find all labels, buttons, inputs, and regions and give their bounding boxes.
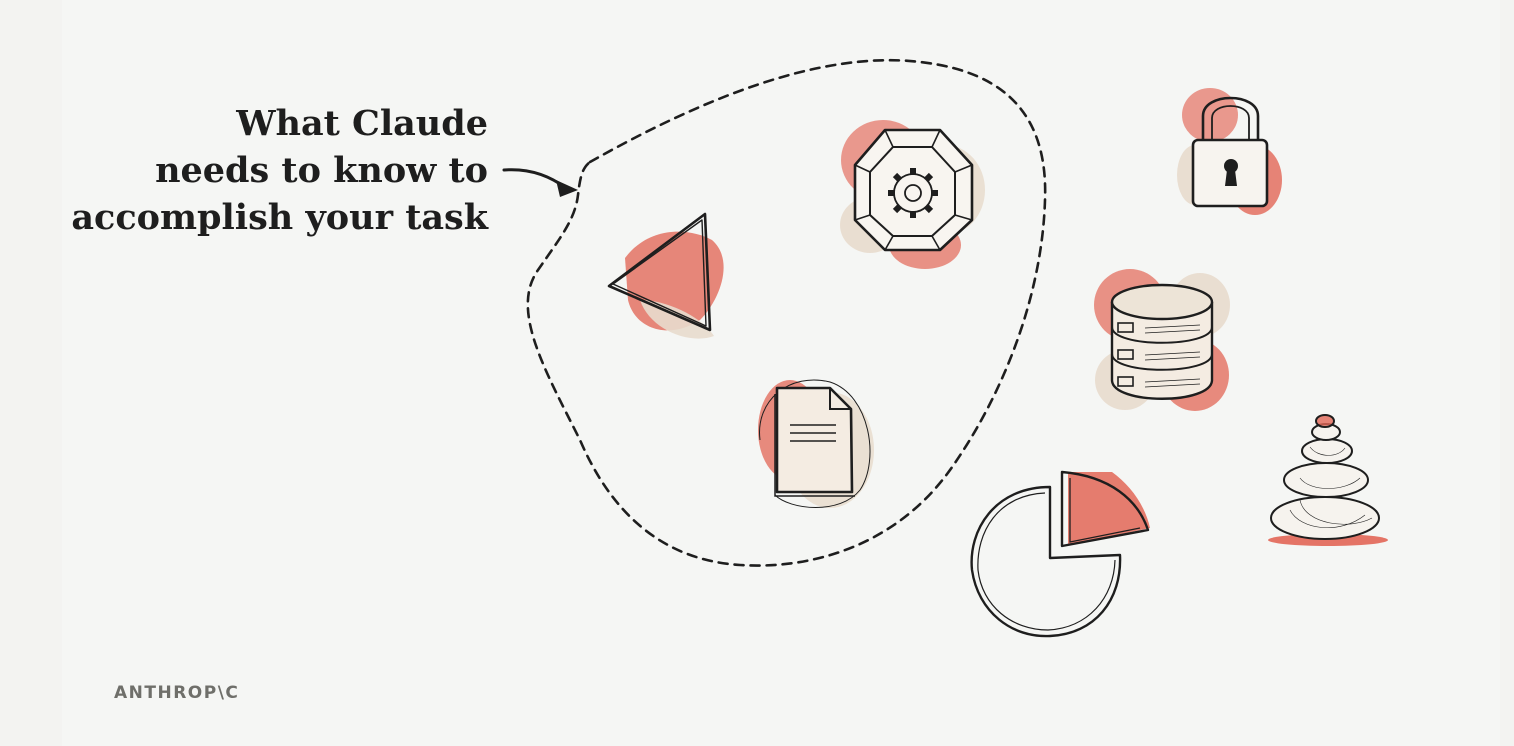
headline-line-3: accomplish your task	[71, 197, 488, 238]
headline-line-2: needs to know to	[155, 150, 488, 191]
triangle-icon	[607, 212, 724, 339]
stacked-stones-icon	[1268, 414, 1388, 546]
pie-chart-icon	[970, 470, 1150, 638]
lock-icon	[1177, 88, 1282, 215]
context-boundary	[526, 58, 1047, 567]
arrow-icon	[502, 168, 578, 197]
database-icon	[1094, 269, 1230, 411]
headline: What Claude needs to know to accomplish …	[60, 100, 488, 241]
anthropic-logo: ANTHROP\C	[114, 683, 240, 703]
gear-icon	[840, 120, 985, 269]
headline-line-1: What Claude	[236, 103, 488, 144]
canvas	[62, 0, 1500, 746]
document-icon	[758, 379, 874, 508]
